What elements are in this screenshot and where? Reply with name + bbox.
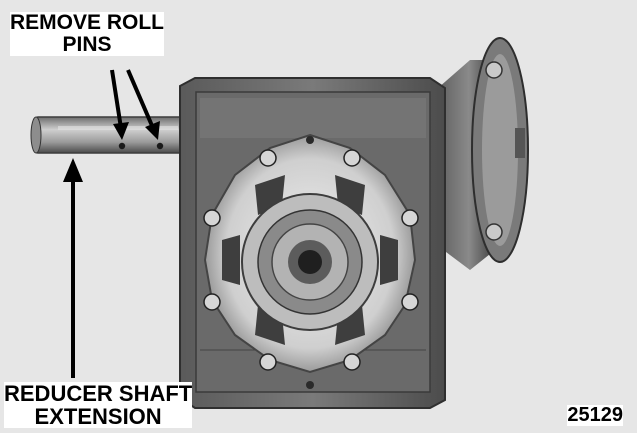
remove-roll-pins-label: REMOVE ROLL PINS <box>10 11 165 57</box>
reducer-shaft-extension-label-line2: EXTENSION <box>34 404 162 430</box>
flange-bolts <box>203 149 419 371</box>
roll-pin <box>156 142 164 150</box>
reducer-shaft-extension-label: REDUCER SHAFT EXTENSION <box>4 381 193 430</box>
callout-arrows <box>63 69 160 378</box>
reducer-shaft-extension <box>30 116 193 154</box>
remove-roll-pins-label-line2: PINS <box>62 33 112 57</box>
roll-pin <box>118 142 126 150</box>
motor-adapter <box>430 37 529 270</box>
figure-number: 25129 <box>567 404 623 426</box>
remove-roll-pins-label-line1: REMOVE ROLL <box>10 11 165 34</box>
reducer-shaft-extension-label-line1: REDUCER SHAFT <box>4 381 193 406</box>
output-flange <box>203 133 419 389</box>
